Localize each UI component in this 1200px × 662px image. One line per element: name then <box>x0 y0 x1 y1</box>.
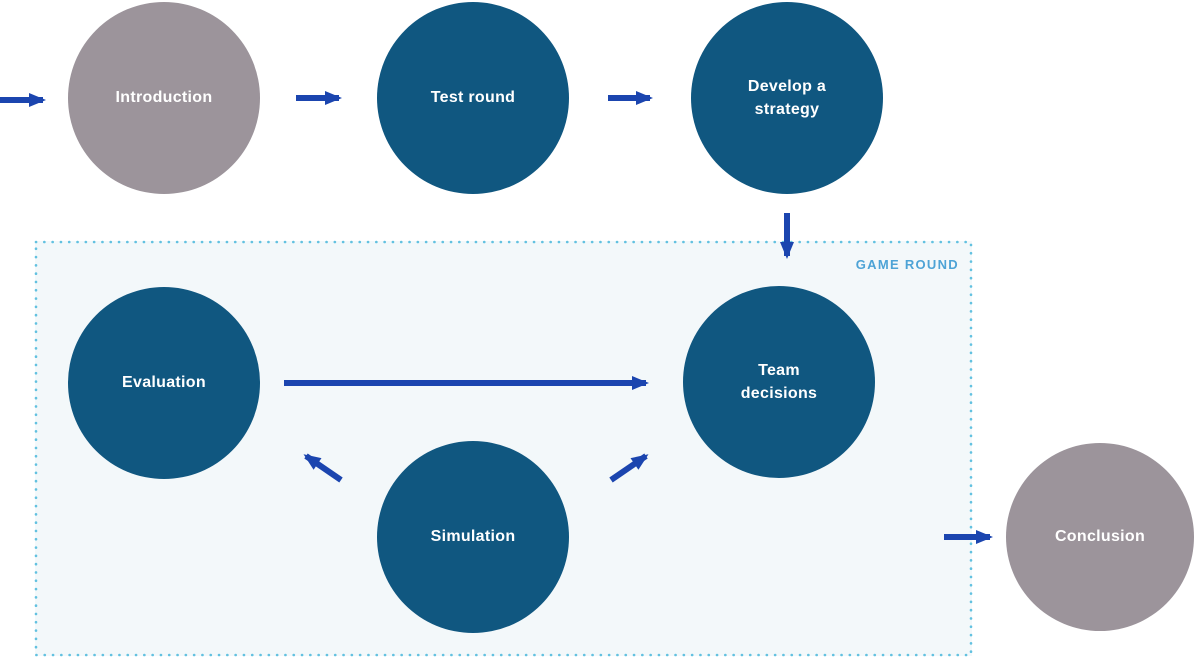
node-introduction: Introduction <box>68 2 260 194</box>
node-team-decisions: Team decisions <box>683 286 875 478</box>
node-conclusion-label: Conclusion <box>1054 528 1146 546</box>
node-evaluation-label: Evaluation <box>122 374 206 392</box>
node-evaluation: Evaluation <box>68 287 260 479</box>
game-round-label: GAME ROUND <box>855 257 959 272</box>
node-team-decisions-label: Team decisions <box>740 361 818 402</box>
node-develop-strategy-label: Develop a strategy <box>747 77 827 118</box>
node-simulation: Simulation <box>377 441 569 633</box>
node-develop-strategy: Develop a strategy <box>691 2 883 194</box>
node-introduction-label: Introduction <box>115 89 213 107</box>
node-conclusion: Conclusion <box>1006 443 1194 631</box>
node-test-round-label: Test round <box>430 89 516 107</box>
node-simulation-label: Simulation <box>430 528 516 546</box>
node-test-round: Test round <box>377 2 569 194</box>
